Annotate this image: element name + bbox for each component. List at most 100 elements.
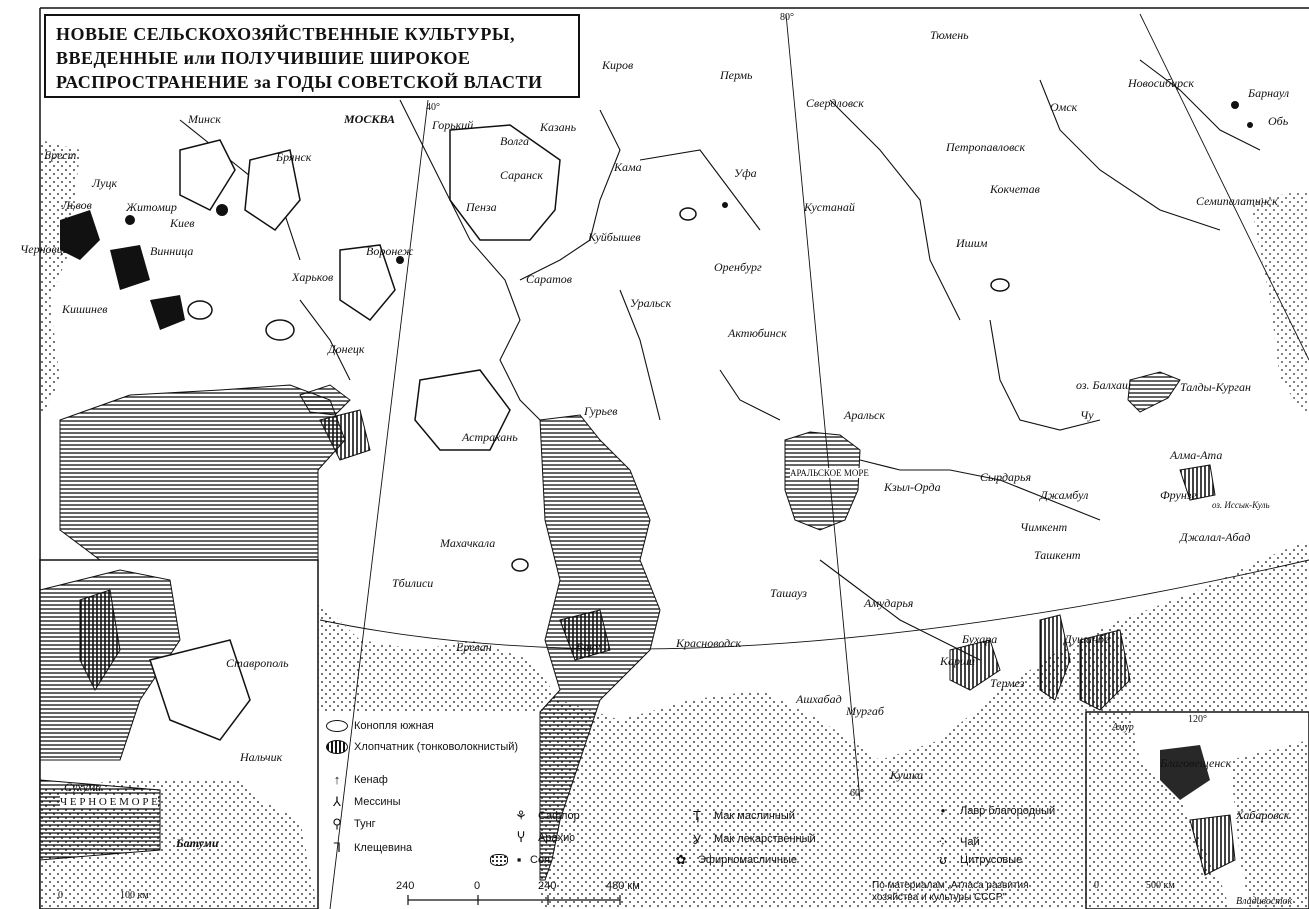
- label-semipalatinsk: Семипалатинск: [1196, 194, 1278, 208]
- inset-fe-scale-500: 500 км: [1146, 880, 1175, 891]
- label-chu: Чу: [1080, 408, 1094, 422]
- tea-symbol-icon: ⁘: [937, 834, 949, 849]
- label-volga: Волга: [500, 134, 529, 148]
- legend-item-tea: ⁘ Чай: [932, 834, 980, 850]
- essential-oil-symbol-icon: ✿: [675, 852, 687, 867]
- legend-label: Мак лекарственный: [714, 833, 816, 845]
- label-zhitomir: Житомир: [126, 200, 177, 214]
- label-moskva: МОСКВА: [344, 112, 396, 126]
- poppy-oil-symbol-icon: Ҭ: [693, 808, 701, 823]
- foreign-territory-west: [40, 140, 80, 420]
- label-ashkhabad: Ашхабад: [796, 692, 842, 706]
- title-line-3: РАСПРОСТРАНЕНИЕ за ГОДЫ СОВЕТСКОЙ ВЛАСТИ: [56, 72, 543, 92]
- scale-tick-240: 240: [538, 880, 557, 892]
- label-frunze: Фрунзе: [1160, 488, 1197, 502]
- label-tyumen: Тюмень: [930, 28, 969, 42]
- label-dzhambul: Джамбул: [1040, 488, 1089, 502]
- label-kushka: Кушка: [890, 768, 924, 782]
- label-voronezh: Воронеж: [366, 244, 414, 258]
- kleshevina-symbol-icon: ᒣ: [333, 840, 341, 855]
- soy-area-icon: [490, 853, 508, 866]
- map-title: НОВЫЕ СЕЛЬСКОХОЗЯЙСТВЕННЫЕ КУЛЬТУРЫ, ВВЕ…: [44, 14, 580, 98]
- graticule: [319, 13, 1309, 909]
- legend-item-tung: ⚲ Тунг: [326, 816, 376, 832]
- label-meridian-60: 60°: [850, 788, 864, 799]
- label-donetsk: Донецк: [328, 342, 365, 356]
- legend-label: Мессины: [354, 796, 401, 808]
- inset-caucasus-scale-100: 100 км: [120, 890, 149, 901]
- map-legend: Конопля южная Хлопчатник (тонковолокнист…: [326, 712, 540, 882]
- foreign-territory-south: [318, 540, 1309, 909]
- label-meridian-80: 80°: [780, 12, 794, 23]
- legend-label: Конопля южная: [354, 720, 434, 732]
- legend-item-peanut: Ⴤ Арахис: [510, 830, 575, 846]
- label-chernovtsy: Черновцы: [20, 242, 71, 256]
- tung-symbol-icon: ⚲: [332, 816, 342, 831]
- legend-label: Цитрусовые: [960, 853, 1023, 866]
- safflower-symbol-icon: ⚘: [515, 808, 527, 823]
- label-aralsk: Аральск: [844, 408, 885, 422]
- source-line-2: хозяйства и культуры СССР": [872, 892, 1006, 903]
- label-amur: Амур: [1112, 722, 1134, 733]
- label-astrakhan: Астрахань: [462, 430, 518, 444]
- legend-label: Соя: [530, 853, 551, 866]
- label-sverdlovsk: Свердловск: [806, 96, 864, 110]
- label-meridian-120: 120°: [1188, 714, 1207, 725]
- label-lvov: Львов: [62, 198, 92, 212]
- label-meridian-40: 40°: [426, 102, 440, 113]
- label-kharkov: Харьков: [292, 270, 334, 284]
- legend-label: Чай: [960, 836, 980, 848]
- scale-tick-0: 0: [474, 880, 481, 892]
- laurel-symbol-icon: •: [940, 803, 946, 818]
- label-gorky: Горький: [432, 118, 474, 132]
- label-perm: Пермь: [720, 68, 753, 82]
- label-dzhalal-abad: Джалал-Абад: [1180, 530, 1251, 544]
- legend-item-soy: ▪ Соя: [490, 852, 550, 867]
- label-bukhara: Бухара: [962, 632, 998, 646]
- title-line-2: ВВЕДЕННЫЕ или ПОЛУЧИВШИЕ ШИРОКОЕ: [56, 48, 471, 68]
- label-kishinev: Кишинев: [62, 302, 108, 316]
- legend-item-poppy-oil: Ҭ Мак масличный: [686, 808, 795, 823]
- label-yerevan: Ереван: [456, 640, 492, 654]
- label-aktyubinsk: Актюбинск: [728, 326, 787, 340]
- label-saratov: Саратов: [526, 272, 572, 286]
- legend-label: Клещевина: [354, 842, 413, 854]
- lake-balkhash: [1127, 371, 1181, 413]
- legend-item-kenaf: ↑ Кенаф: [326, 772, 388, 787]
- label-chimkent: Чимкент: [1020, 520, 1068, 534]
- scale-tick-480: 480 км: [606, 880, 640, 892]
- inset-caucasus-scale-0: 0: [58, 890, 63, 901]
- label-makhachkala: Махачкала: [440, 536, 496, 550]
- black-sea: [59, 384, 346, 581]
- label-issyk-kul: оз. Иссык-Куль: [1212, 500, 1270, 510]
- legend-label: Кенаф: [354, 773, 388, 786]
- cotton-symbol-icon: [326, 740, 348, 754]
- legend-label: Лавр благородный: [960, 805, 1056, 817]
- citrus-symbol-icon: ʊ: [939, 852, 947, 867]
- label-sukhumi: Сухуми: [64, 780, 102, 794]
- legend-label: Эфирномасличные: [698, 854, 797, 866]
- label-taldy-kurgan: Талды-Курган: [1180, 380, 1251, 394]
- cotton-areas: [319, 409, 1216, 711]
- hemp-symbol-icon: [326, 720, 348, 732]
- legend-item-kleshevina: ᒣ Клещевина: [326, 840, 412, 856]
- label-batumi: Батуми: [176, 836, 219, 850]
- label-syrdarya: Сырдарья: [980, 470, 1032, 484]
- label-murgab: Мургаб: [846, 704, 884, 718]
- label-guryev: Гурьев: [584, 404, 618, 418]
- label-termez: Термез: [990, 676, 1025, 690]
- label-penza: Пенза: [466, 200, 497, 214]
- label-ob: Обь: [1268, 114, 1289, 128]
- label-kzyl-orda: Кзыл-Орда: [884, 480, 941, 494]
- legend-label: Тунг: [354, 818, 376, 830]
- label-bryansk: Брянск: [276, 150, 312, 164]
- source-line-1: По материалам „Атласа развития: [872, 880, 1029, 891]
- label-orenburg: Оренбург: [714, 260, 762, 274]
- label-tashkent: Ташкент: [1034, 548, 1081, 562]
- hemp-areas: [179, 124, 1010, 572]
- label-kirov: Киров: [602, 58, 634, 72]
- legend-item-laurel: • Лавр благородный: [932, 803, 1082, 818]
- label-lutsk: Луцк: [92, 176, 118, 190]
- rivers: [179, 59, 1261, 661]
